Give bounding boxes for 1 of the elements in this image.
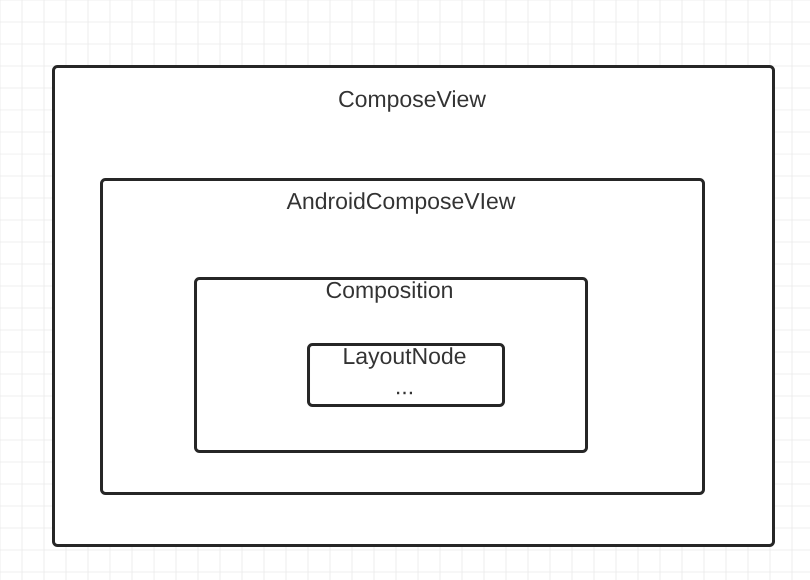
- nested-box: LayoutNode ...: [307, 343, 505, 407]
